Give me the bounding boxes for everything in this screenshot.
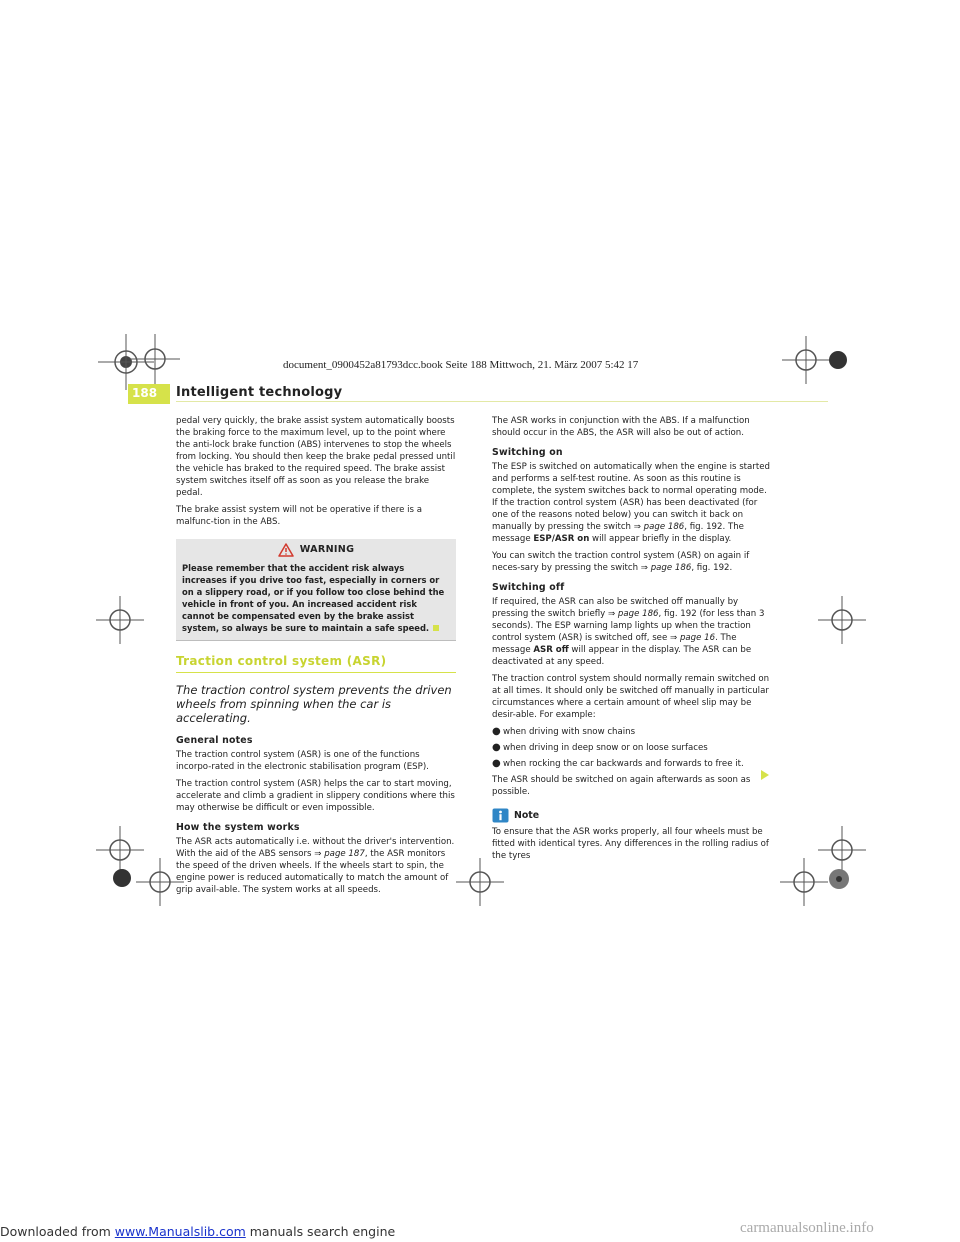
display-message: ESP/ASR on (533, 534, 590, 544)
section-end-marker (433, 625, 440, 631)
header-rule (176, 401, 828, 402)
section-title: Traction control system (ASR) (176, 655, 456, 673)
registration-dot-bottom-left (113, 869, 131, 887)
info-icon (492, 808, 509, 823)
footer-watermark: carmanualsonline.info (740, 1220, 874, 1236)
page-reference[interactable]: page 186 (643, 522, 685, 532)
subheading-how-it-works: How the system works (176, 822, 300, 833)
paragraph: The ASR acts automatically i.e. without … (176, 837, 455, 895)
registration-dot-top-right (829, 351, 847, 369)
page-reference[interactable]: page 186 (617, 609, 659, 619)
registration-mark-bottom-center (456, 858, 504, 906)
arrow-symbol: ⇒ (640, 563, 648, 573)
registration-mark-bottom-left-2 (136, 858, 184, 906)
footer: Downloaded from www.Manualslib.com manua… (0, 1224, 396, 1239)
page-number: 188 (132, 386, 158, 400)
registration-mark-bottom-right (780, 858, 828, 906)
paragraph: To ensure that the ASR works properly, a… (492, 827, 769, 861)
section-header-title: Intelligent technology (176, 385, 343, 400)
column-left: pedal very quickly, the brake assist sys… (176, 415, 456, 901)
warning-triangle-icon (277, 543, 294, 557)
subheading-general-notes: General notes (176, 735, 253, 746)
registration-mark-mid-left (96, 596, 144, 644)
paragraph: The traction control system (ASR) is one… (176, 750, 429, 772)
warning-header: WARNING (182, 543, 450, 557)
paragraph: The traction control system (ASR) helps … (176, 779, 455, 813)
bullet: ● (492, 758, 501, 769)
paragraph: The traction control system should norma… (492, 674, 770, 720)
bullet: ● (492, 726, 501, 737)
column-right: The ASR works in conjunction with the AB… (492, 415, 772, 867)
registration-mark-bottom-left (96, 826, 144, 874)
paragraph: If required, the ASR can also be switche… (492, 597, 765, 667)
warning-box: WARNING Please remember that the acciden… (176, 539, 456, 641)
arrow-symbol: ⇒ (607, 609, 616, 619)
registration-mark-top-left-2 (130, 334, 180, 384)
subheading-switching-on: Switching on (492, 447, 563, 458)
footer-link[interactable]: www.Manualslib.com (114, 1224, 246, 1239)
registration-mark-bottom-right-2 (818, 826, 866, 874)
paragraph: The brake assist system will not be oper… (176, 505, 422, 527)
registration-mark-mid-right (818, 596, 866, 644)
continue-arrow-icon (761, 770, 769, 780)
list-item: ●when driving in deep snow or on loose s… (492, 742, 708, 753)
page-reference[interactable]: page 187 (324, 849, 365, 859)
note-title: Note (514, 809, 540, 821)
registration-mark-top-left (98, 334, 154, 390)
arrow-symbol: ⇒ (670, 633, 678, 643)
paragraph: The ASR should be switched on again afte… (492, 775, 751, 797)
registration-mark-top-right (782, 336, 830, 384)
paragraph: pedal very quickly, the brake assist sys… (176, 416, 456, 498)
subheading-switching-off: Switching off (492, 582, 565, 593)
warning-title: WARNING (299, 544, 355, 555)
paragraph: The ASR works in conjunction with the AB… (492, 416, 750, 438)
note-header: Note (492, 808, 772, 823)
page-reference[interactable]: page 16 (679, 633, 716, 643)
page-number-bar (128, 384, 170, 404)
bullet: ● (492, 742, 501, 753)
list-item: ●when driving with snow chains (492, 726, 636, 737)
registration-dot-bottom-right (829, 869, 849, 889)
section-subtitle: The traction control system prevents the… (176, 683, 452, 725)
page-reference[interactable]: page 186 (650, 563, 692, 573)
display-message: ASR off (533, 645, 569, 655)
paragraph: You can switch the traction control syst… (492, 551, 750, 573)
list-item: ●when rocking the car backwards and forw… (492, 758, 744, 769)
print-slug: document_0900452a81793dcc.book Seite 188… (283, 359, 639, 371)
warning-text: Please remember that the accident risk a… (182, 563, 445, 633)
paragraph: The ESP is switched on automatically whe… (492, 462, 770, 544)
arrow-symbol: ⇒ (633, 522, 641, 532)
arrow-symbol: ⇒ (314, 849, 322, 859)
